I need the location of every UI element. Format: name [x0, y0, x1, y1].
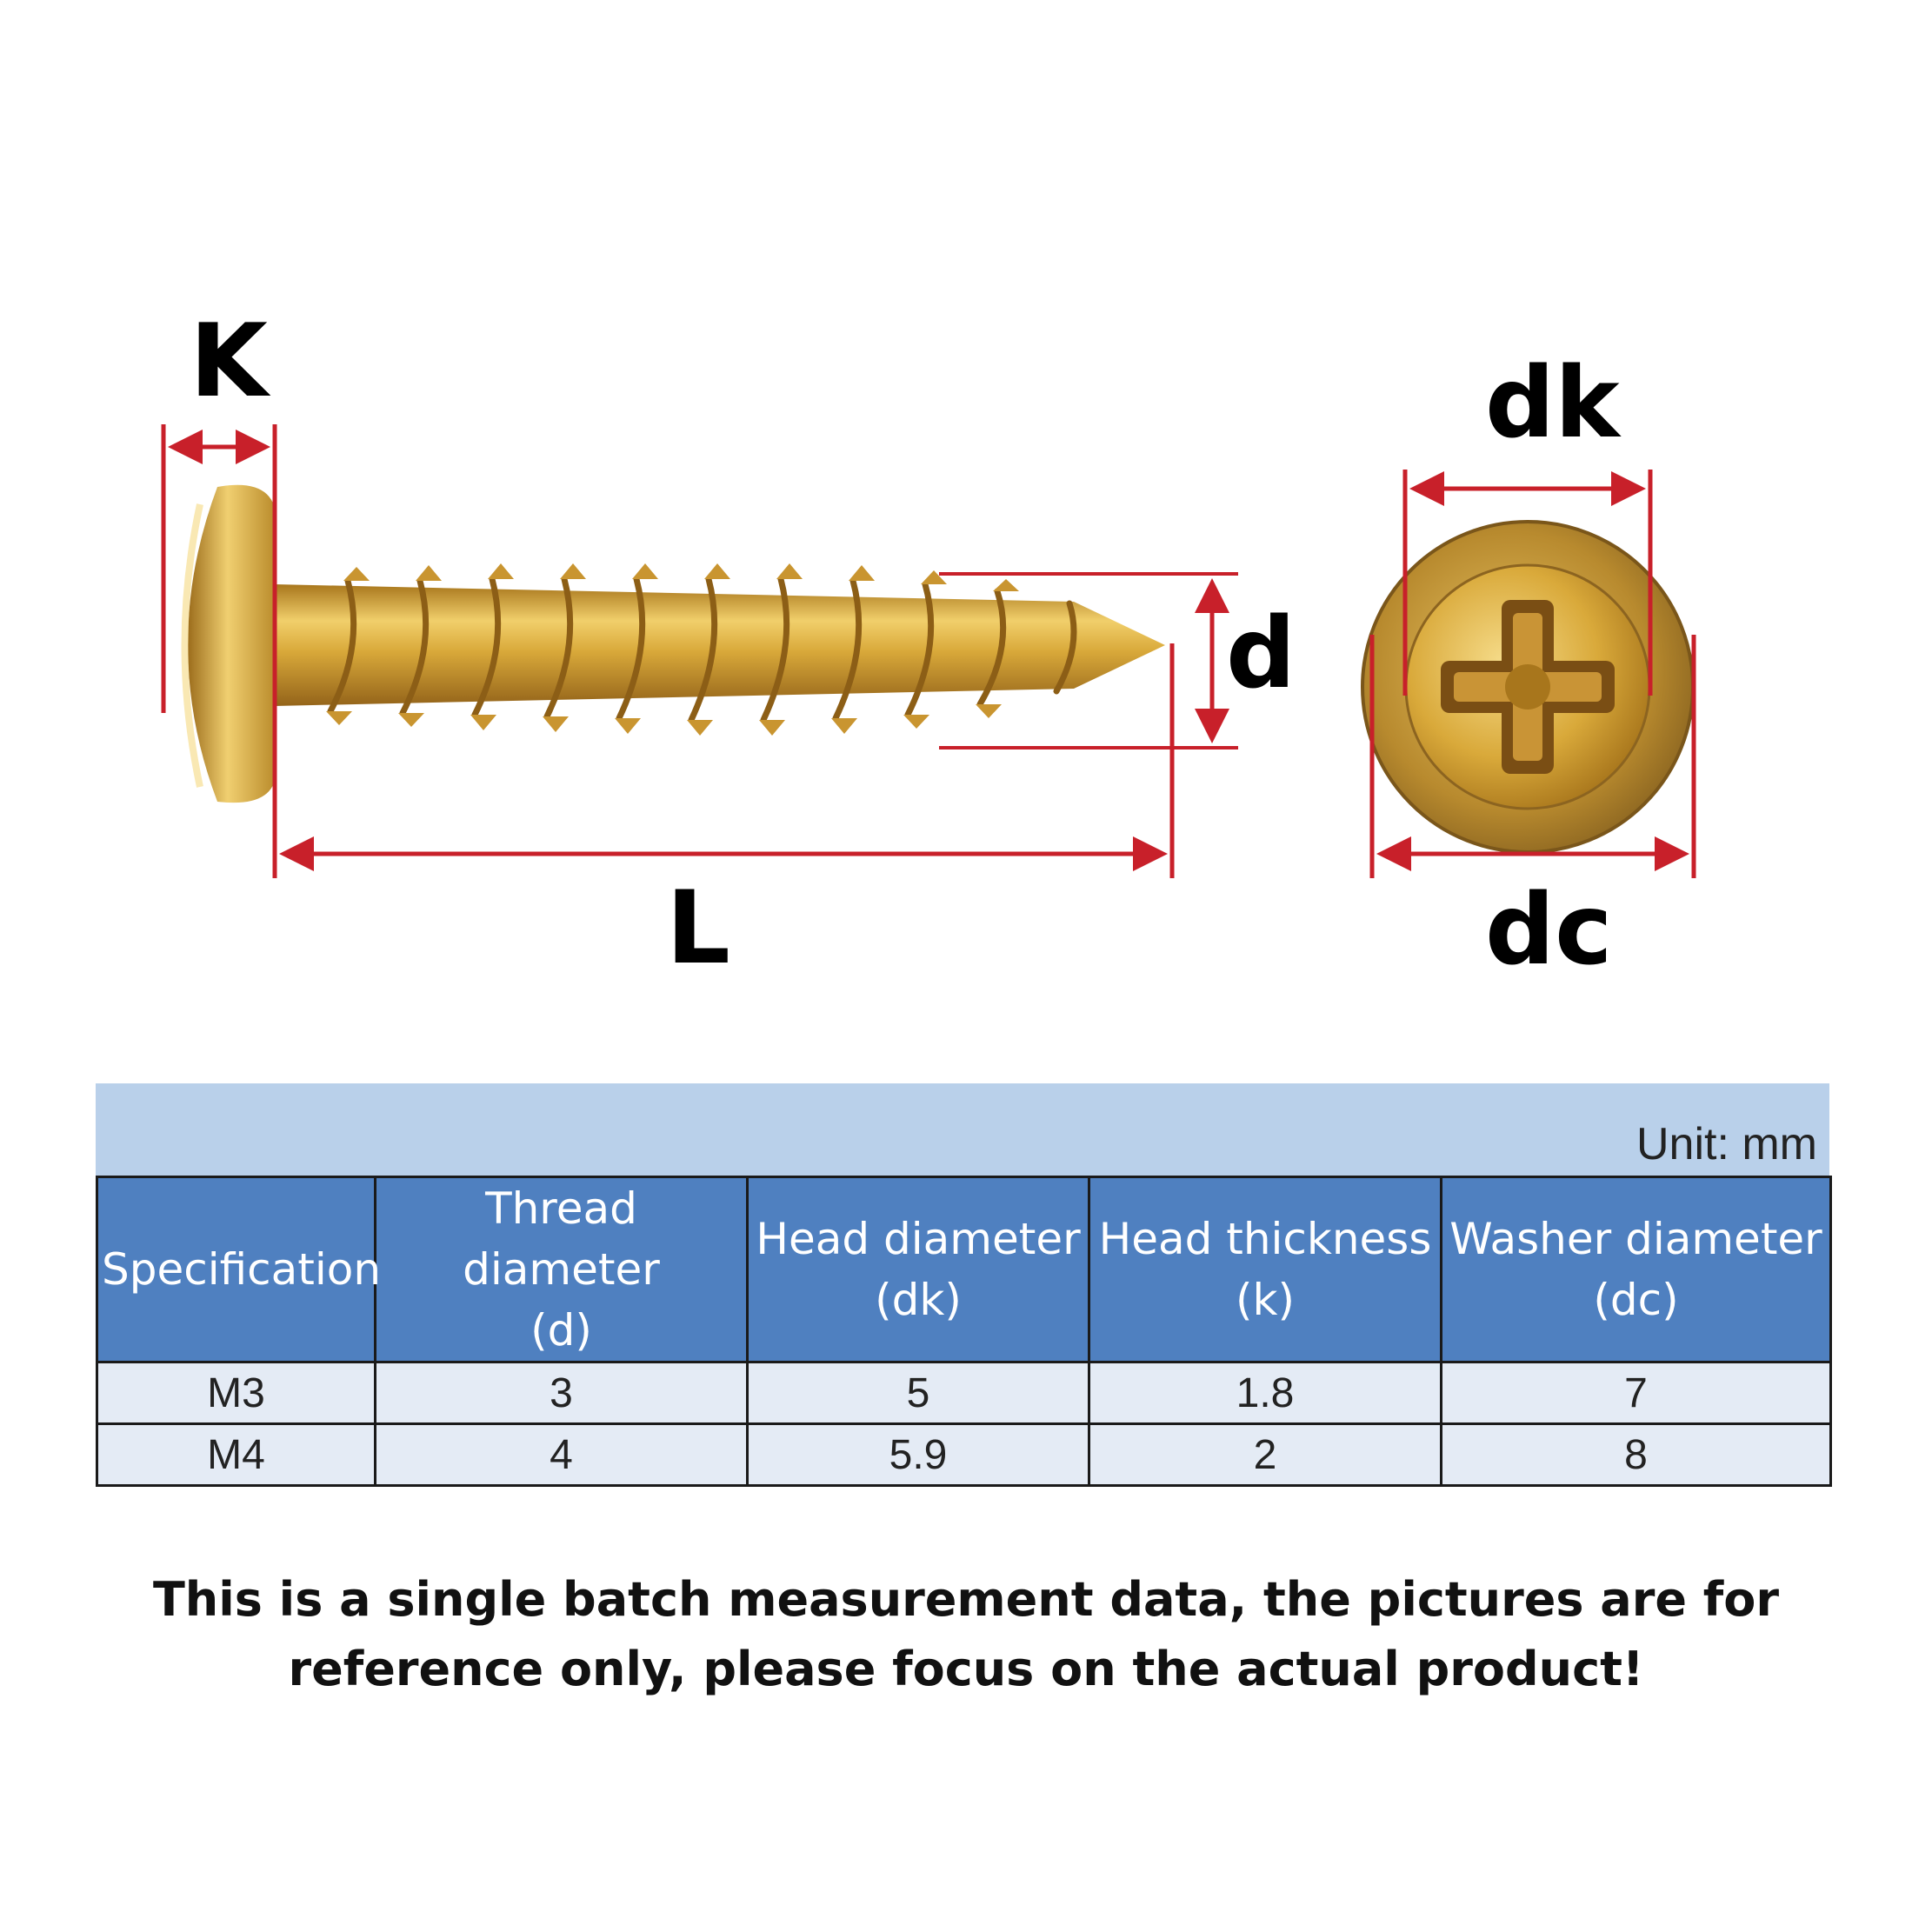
label-l: L — [666, 869, 730, 987]
cell-head-thickness: 2 — [1088, 1422, 1442, 1487]
label-dc: dc — [1485, 874, 1613, 987]
label-k: K — [190, 303, 268, 420]
screw-side-view — [181, 484, 1165, 803]
screw-threads — [327, 576, 1077, 723]
table-header-row: Specification Thread diameter (d) Head d… — [96, 1176, 1832, 1363]
cell-thread-diameter: 4 — [374, 1422, 749, 1487]
header-head-thickness: Head thickness (k) — [1088, 1176, 1442, 1363]
label-d: d — [1226, 597, 1296, 710]
header-washer-diameter: Washer diameter (dc) — [1440, 1176, 1832, 1363]
unit-label: Unit: mm — [1636, 1119, 1817, 1169]
screw-diagram: K dk d L dc — [161, 303, 1696, 987]
screw-head-side — [188, 484, 276, 803]
header-specification: Specification — [96, 1176, 381, 1363]
cell-head-diameter: 5 — [746, 1361, 1090, 1425]
screw-thread-tips — [326, 563, 1019, 736]
table-row: M3 3 5 1.8 7 — [96, 1361, 1832, 1425]
header-thread-diameter: Thread diameter (d) — [374, 1176, 749, 1363]
label-dk: dk — [1485, 347, 1620, 460]
cell-washer-diameter: 8 — [1440, 1422, 1832, 1487]
screw-drawing — [161, 424, 1696, 878]
cell-washer-diameter: 7 — [1440, 1361, 1832, 1425]
table-row: M4 4 5.9 2 8 — [96, 1422, 1832, 1487]
spec-table: Specification Thread diameter (d) Head d… — [96, 1176, 1832, 1487]
screw-front-view — [1361, 520, 1695, 854]
cell-head-diameter: 5.9 — [746, 1422, 1090, 1487]
cell-head-thickness: 1.8 — [1088, 1361, 1442, 1425]
header-head-diameter: Head diameter (dk) — [746, 1176, 1090, 1363]
screw-shank — [274, 584, 1165, 706]
note-line-1: This is a single batch measurement data,… — [152, 1572, 1780, 1627]
unit-bar: Unit: mm — [96, 1083, 1829, 1176]
spec-table-container: Unit: mm Specification Thread diameter (… — [96, 1083, 1832, 1487]
cell-spec: M4 — [96, 1422, 376, 1487]
cell-spec: M3 — [96, 1361, 376, 1425]
note-line-2: reference only, please focus on the actu… — [288, 1642, 1644, 1696]
cell-thread-diameter: 3 — [374, 1361, 749, 1425]
dimension-lines — [161, 424, 1696, 878]
disclaimer-note: This is a single batch measurement data,… — [0, 1565, 1932, 1704]
